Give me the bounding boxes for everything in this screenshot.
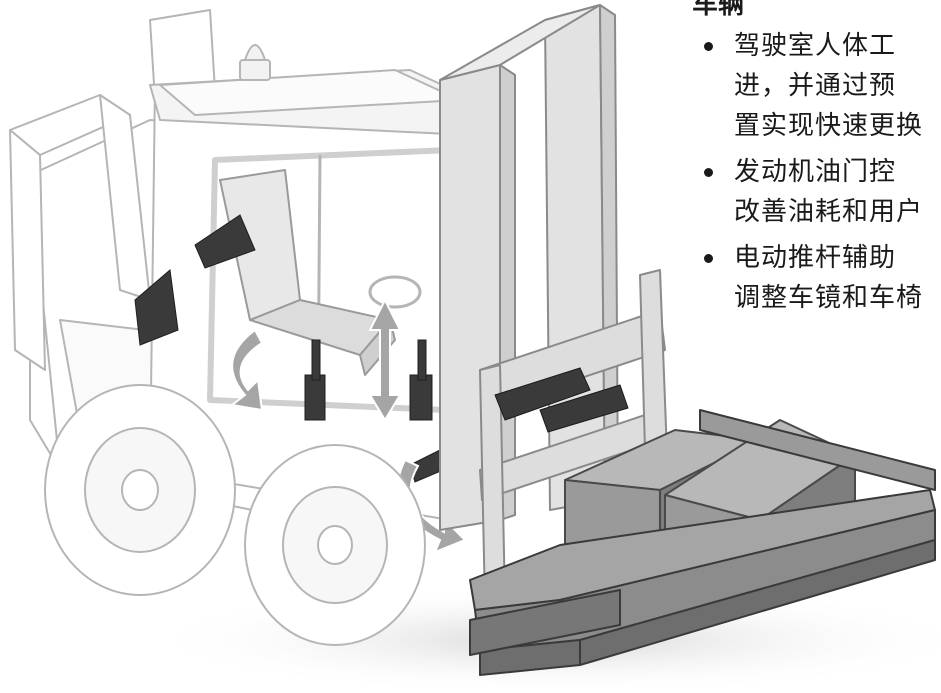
bullet-line: 置实现快速更换 <box>734 111 924 141</box>
wheels <box>44 384 426 646</box>
beacon-light <box>239 44 271 81</box>
bullet-throttle-control: 发动机油门控 改善油耗和用户 <box>692 152 941 232</box>
bullet-line: 调整车镜和车椅 <box>734 283 924 313</box>
bullet-line: 电动推杆辅助 <box>734 243 897 273</box>
section-heading: 车辆 <box>692 0 745 20</box>
bullet-line: 进，并通过预 <box>734 71 897 101</box>
carriage-actuators <box>494 367 629 433</box>
bullet-line: 发动机油门控 <box>734 157 897 187</box>
bullet-line: 驾驶室人体工 <box>734 31 897 61</box>
bullet-dot <box>704 42 713 51</box>
seat-actuators <box>134 214 456 483</box>
feature-list: 驾驶室人体工 进，并通过预 置实现快速更换 发动机油门控 改善油耗和用户 电动推… <box>692 26 941 320</box>
steering-wheel <box>368 275 422 309</box>
bullet-electric-actuator: 电动推杆辅助 调整车镜和车椅 <box>692 238 941 318</box>
bullet-cab-ergonomics: 驾驶室人体工 进，并通过预 置实现快速更换 <box>692 26 941 146</box>
bullet-dot <box>704 168 713 177</box>
pallet <box>469 409 936 676</box>
text-panel: 车辆 驾驶室人体工 进，并通过预 置实现快速更换 发动机油门控 改善油耗和用户 … <box>692 0 941 320</box>
bullet-line: 改善油耗和用户 <box>734 197 924 227</box>
bullet-dot <box>704 254 713 263</box>
